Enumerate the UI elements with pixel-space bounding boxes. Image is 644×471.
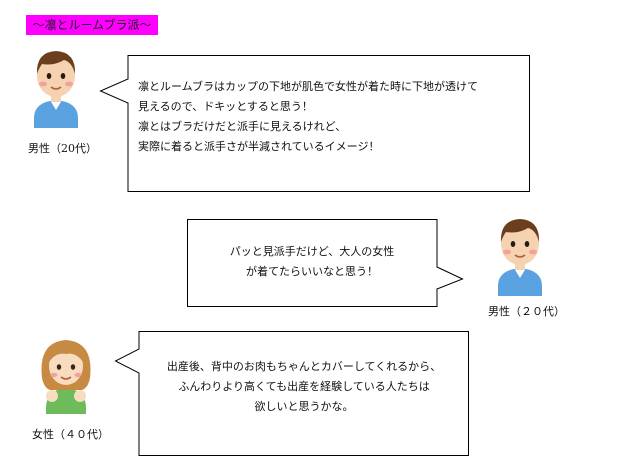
comment-line: が着てたらいいなと思う！ bbox=[246, 265, 378, 278]
man-avatar-icon bbox=[492, 208, 548, 298]
speaker-label: 男性（２０代） bbox=[488, 305, 565, 318]
comment-line: 出産後、背中のお肉もちゃんとカバーしてくれるから、 bbox=[166, 360, 442, 373]
woman-avatar-icon bbox=[36, 330, 96, 415]
section-title: ～凛とルームブラ派～ bbox=[26, 15, 158, 35]
comment-line: 欲しいと思うかな。 bbox=[254, 400, 354, 413]
comment-line: 実際に着ると派手さが半減されているイメージ！ bbox=[138, 140, 380, 153]
comment-line: 凛とルームブラはカップの下地が肌色で女性が着た時に下地が透けて bbox=[138, 80, 479, 93]
comment-line: パッと見派手だけど、大人の女性 bbox=[229, 245, 395, 258]
comment-line: 見えるので、ドキッとすると思う！ bbox=[138, 100, 313, 113]
speaker-label: 女性（４０代） bbox=[32, 428, 109, 441]
speaker-label: 男性（20代） bbox=[28, 142, 97, 155]
speech-bubble: パッと見派手だけど、大人の女性 が着てたらいいなと思う！ bbox=[187, 219, 464, 307]
speech-bubble: 凛とルームブラはカップの下地が肌色で女性が着た時に下地が透けて 見えるので、ドキ… bbox=[99, 55, 530, 192]
comment-line: ふんわりより高くても出産を経験している人たちは bbox=[178, 380, 430, 393]
speech-bubble: 出産後、背中のお肉もちゃんとカバーしてくれるから、 ふんわりより高くても出産を経… bbox=[114, 331, 469, 456]
comment-line: 凛とはブラだけだと派手に見えるけれど、 bbox=[138, 120, 347, 133]
man-avatar-icon bbox=[28, 40, 84, 130]
